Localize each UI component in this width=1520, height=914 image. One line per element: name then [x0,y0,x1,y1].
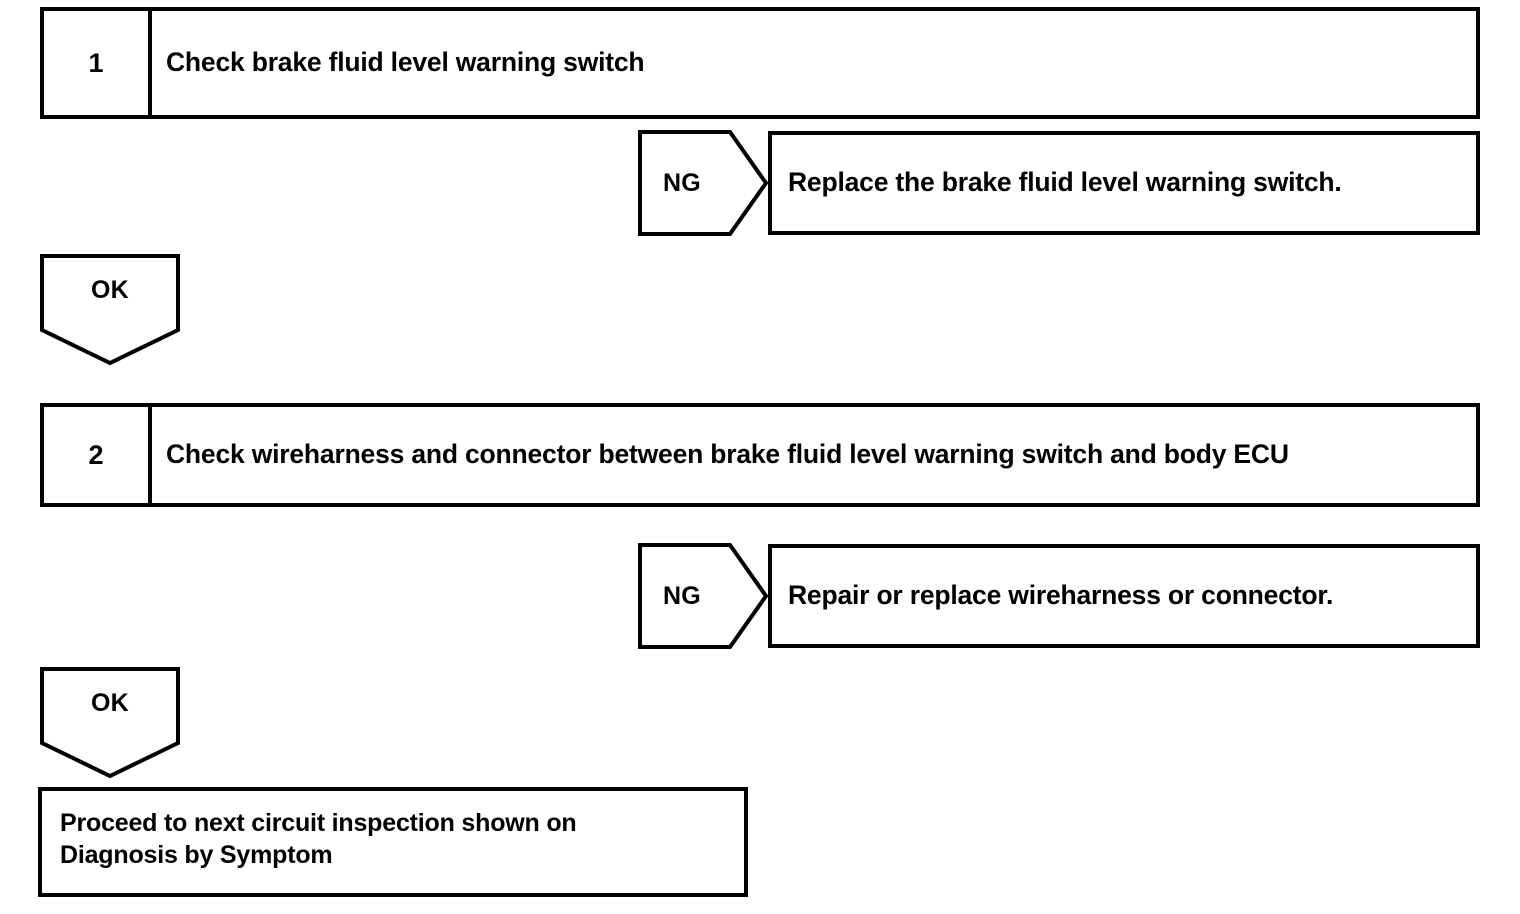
ok-arrow-label-1: OK [90,275,130,304]
ng-result-text-1: Replace the brake fluid level warning sw… [788,167,1342,198]
ng-arrow-shape-1 [638,130,769,236]
ng-arrow-1: NG [638,130,769,236]
ok-arrow-1: OK [40,254,180,366]
ng-result-text-2: Repair or replace wireharness or connect… [788,580,1334,611]
ng-arrow-2: NG [638,543,769,649]
ng-result-box-2: Repair or replace wireharness or connect… [768,544,1480,648]
ng-result-box-1: Replace the brake fluid level warning sw… [768,131,1480,235]
ok-arrow-2: OK [40,667,180,779]
step-box-1: 1 Check brake fluid level warning switch [40,7,1480,119]
step-box-2: 2 Check wireharness and connector betwee… [40,403,1480,507]
terminal-text: Proceed to next circuit inspection shown… [60,809,577,869]
ng-arrow-label-1: NG [662,168,702,197]
step-number-cell-1: 1 [44,11,152,115]
step-text-cell-1: Check brake fluid level warning switch [152,11,1476,115]
step-description-1: Check brake fluid level warning switch [166,47,645,78]
step-description-2: Check wireharness and connector between … [166,439,1289,470]
ok-arrow-label-2: OK [90,688,130,717]
terminal-box: Proceed to next circuit inspection shown… [38,787,748,897]
ok-arrow-shape-2 [40,667,180,779]
step-text-cell-2: Check wireharness and connector between … [152,407,1476,503]
ng-arrow-label-2: NG [662,581,702,610]
ng-arrow-shape-2 [638,543,769,649]
step-number-1: 1 [88,47,104,78]
step-number-cell-2: 2 [44,407,152,503]
step-number-2: 2 [88,439,104,470]
ok-arrow-shape-1 [40,254,180,366]
